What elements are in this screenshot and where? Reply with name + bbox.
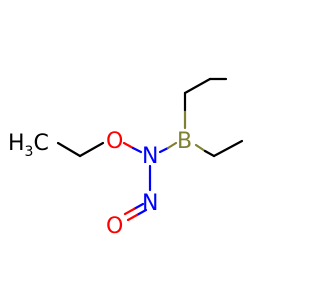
bond-n-o-double-b-red: [126, 213, 139, 222]
bond-o-n-blue: [131, 146, 143, 154]
amine-nitrogen-label: N: [142, 144, 158, 169]
bond-b-ch2-right: [203, 149, 216, 158]
bond-ch2-ch3-right: [212, 139, 244, 158]
bond-b-ch2-right-olive: [194, 143, 207, 153]
bond-ch2-ch3-upper: [183, 77, 212, 95]
molecule-structure-diagram: H3C O N B N O: [8, 77, 244, 239]
methyl-label-left: H3C: [8, 131, 49, 160]
bonds: [56, 77, 244, 222]
bond-n-b-blue: [158, 146, 170, 154]
bond-n-o-double-a-red: [123, 207, 136, 216]
bond-n-b-olive: [166, 141, 178, 150]
boron-label: B: [177, 129, 192, 154]
atom-labels: H3C O N B N O: [8, 129, 192, 239]
bond-ch3-ch2-left: [56, 141, 82, 158]
nitroso-nitrogen-label: N: [142, 191, 158, 216]
bond-ch2-o: [78, 141, 105, 158]
nitroso-oxygen-label: O: [106, 214, 123, 239]
bond-o-n-red: [122, 141, 135, 150]
bond-n-o-double-a-blue: [132, 202, 145, 211]
ether-oxygen-label: O: [106, 129, 123, 154]
bond-n-o-double-b-blue: [135, 208, 148, 217]
